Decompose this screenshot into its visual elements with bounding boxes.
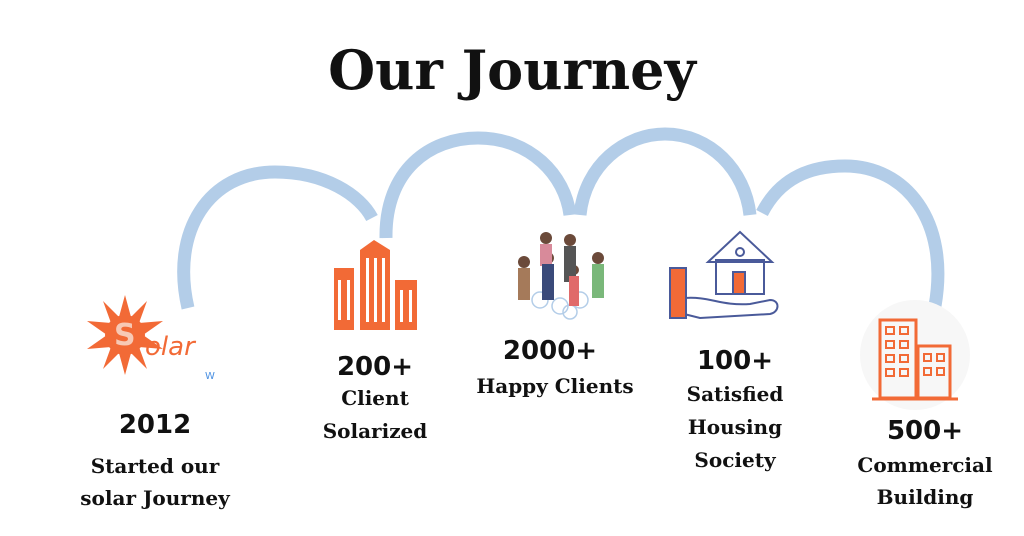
milestone-label-5a: Commercial: [857, 453, 993, 477]
milestone-value-5: 500+: [886, 416, 964, 446]
milestone-value-1: 2012: [118, 410, 192, 440]
arc-3: [573, 127, 757, 216]
milestone-label-5b: Building: [876, 485, 974, 509]
milestone-label-4a: Satisfied: [686, 382, 784, 406]
page-title: Our Journey: [328, 38, 696, 102]
milestone-label-4c: Society: [694, 448, 776, 472]
svg-text:olar: olar: [145, 332, 197, 362]
house-in-hand-icon: [669, 230, 779, 320]
milestone-label-1b: solar Journey: [80, 486, 230, 510]
milestone-label-2a: Client: [341, 386, 409, 410]
arc-1: [177, 165, 378, 310]
arc-4: [756, 159, 945, 308]
milestone-value-4: 100+: [696, 346, 774, 376]
solar-logo-icon: S olar W: [87, 295, 215, 382]
milestone-label-2b: Solarized: [322, 419, 428, 443]
svg-text:S: S: [114, 318, 136, 353]
city-buildings-icon: [334, 240, 417, 330]
milestone-label-4b: Housing: [687, 415, 783, 439]
happy-clients-people-icon: [518, 232, 604, 320]
svg-text:W: W: [205, 371, 215, 382]
arc-2: [379, 131, 577, 239]
commercial-building-icon: [860, 300, 970, 410]
milestone-value-3: 2000+: [502, 336, 598, 366]
milestone-label-1a: Started our: [90, 454, 220, 478]
milestone-label-3: Happy Clients: [476, 374, 634, 398]
milestone-value-2: 200+: [336, 352, 414, 382]
